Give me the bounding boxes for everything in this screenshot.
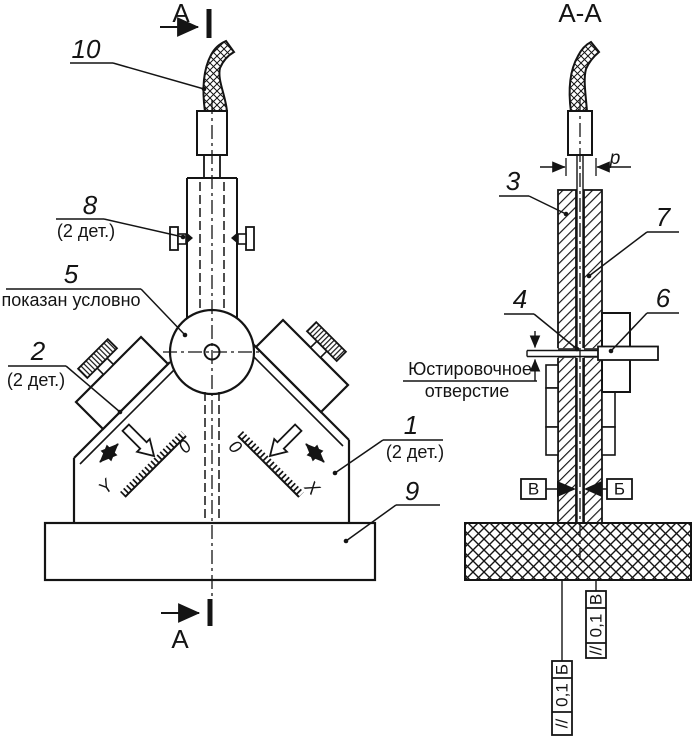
adjustment-note: Юстировочное отверстие — [403, 331, 541, 401]
svg-text:1: 1 — [404, 410, 418, 440]
svg-text:В: В — [528, 480, 539, 499]
pointer-arrow-right — [268, 423, 303, 458]
section-marker-bottom: А — [161, 599, 213, 654]
inner-tube — [576, 155, 584, 522]
parallelism-icon: // — [587, 646, 606, 656]
scale-zero-left: 0 — [174, 436, 195, 457]
part-label-1: 1 (2 дет.) — [332, 410, 444, 476]
part-label-8: 8 (2 дет.) — [56, 190, 186, 241]
frame-left-datum: Б — [553, 664, 572, 675]
move-arrow-left — [99, 443, 119, 463]
svg-text:(2 дет.): (2 дет.) — [7, 370, 65, 390]
svg-text:(2 дет.): (2 дет.) — [57, 221, 115, 241]
svg-text:10: 10 — [72, 34, 101, 64]
svg-text:9: 9 — [405, 476, 419, 506]
parallelism-icon: // — [553, 719, 572, 729]
section-view: А-А p — [403, 0, 692, 736]
svg-text:2: 2 — [30, 336, 46, 366]
svg-text:Юстировочное: Юстировочное — [408, 359, 532, 379]
scale-left — [120, 431, 187, 498]
section-title: А-А — [558, 0, 602, 28]
datum-flag-right: Б — [584, 478, 633, 500]
clamp-screw-right — [231, 226, 255, 251]
section-marker-top: А — [160, 0, 212, 38]
svg-text:6: 6 — [656, 283, 671, 313]
datum-flag-left: В — [520, 478, 576, 500]
part-label-10: 10 — [70, 34, 207, 92]
mounting-plate — [464, 522, 692, 581]
cable-icon-section — [568, 40, 601, 113]
slide-block-right — [254, 318, 350, 414]
svg-text:7: 7 — [656, 202, 672, 232]
part-label-9: 9 — [343, 476, 440, 544]
thumbscrew-right — [305, 320, 348, 363]
front-view: А 0 — [1, 0, 444, 654]
part-label-7: 7 — [586, 202, 679, 279]
dim-p-label: p — [609, 148, 621, 169]
tolerance-frame-left: Б 0,1 // — [551, 580, 573, 736]
frame-right-datum: В — [587, 594, 606, 605]
svg-text:5: 5 — [64, 259, 79, 289]
part-label-4: 4 — [504, 284, 580, 352]
move-arrow-right — [305, 443, 325, 463]
svg-text:(2 дет.): (2 дет.) — [386, 442, 444, 462]
svg-text:8: 8 — [83, 190, 98, 220]
section-letter-top: А — [172, 0, 190, 28]
svg-text:4: 4 — [513, 284, 527, 314]
base-plate — [43, 521, 377, 582]
part-label-2: 2 (2 дет.) — [7, 336, 123, 415]
column-front — [186, 177, 238, 319]
frame-left-value: 0,1 — [553, 683, 572, 707]
svg-text:показан условно: показан условно — [1, 290, 140, 310]
part-label-6: 6 — [608, 283, 679, 354]
axis-y-label: Y — [94, 474, 118, 498]
thumbscrew-left — [76, 337, 119, 380]
svg-text:отверстие: отверстие — [425, 381, 510, 401]
slide-block-left — [74, 335, 170, 431]
part-label-5: 5 показан условно — [1, 259, 188, 338]
cable-icon — [202, 39, 236, 113]
pointer-arrow-left — [121, 423, 156, 458]
scale-zero-right: 0 — [225, 436, 246, 457]
part-label-3: 3 — [499, 166, 569, 217]
column-clamps — [545, 364, 616, 456]
svg-text:3: 3 — [506, 166, 521, 196]
dimension-p: p — [540, 148, 631, 176]
svg-text:Б: Б — [614, 480, 625, 499]
frame-right-value: 0,1 — [587, 614, 606, 638]
axis-x-label: X — [300, 476, 324, 500]
scale-right — [237, 431, 304, 498]
section-letter-bottom: А — [171, 624, 189, 654]
tolerance-frame-right: В 0,1 // — [585, 580, 607, 659]
